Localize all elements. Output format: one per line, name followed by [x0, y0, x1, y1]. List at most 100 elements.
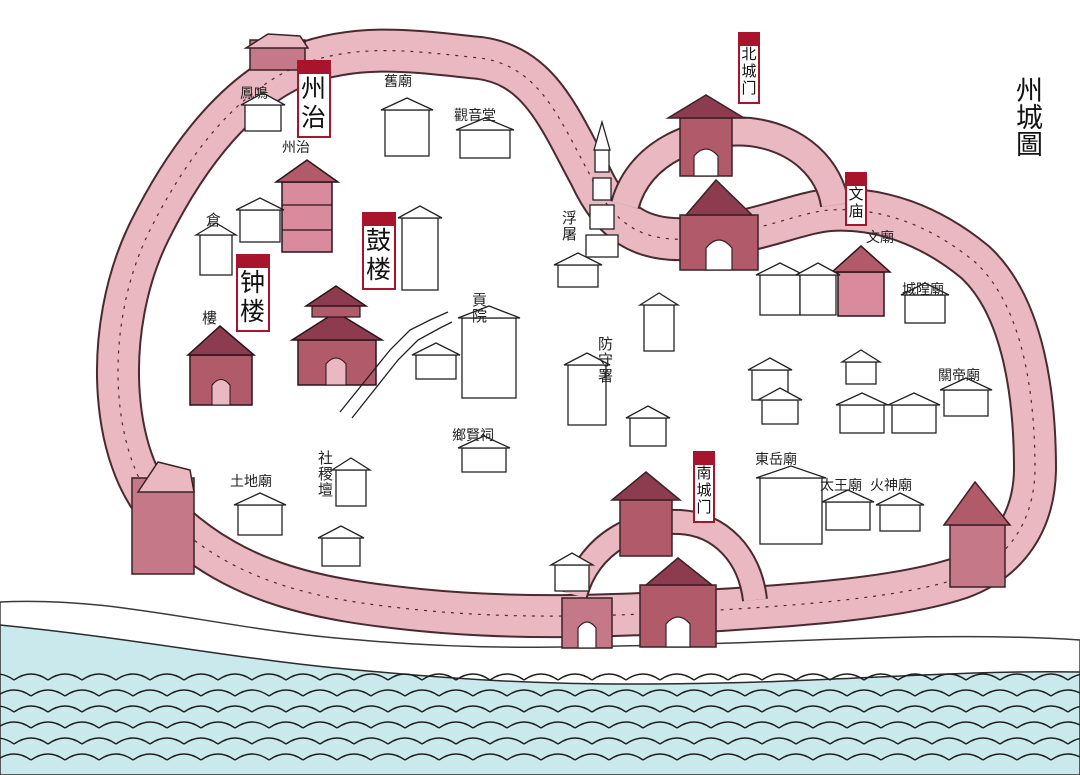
- pagoda-tier-1: [585, 234, 619, 258]
- wave-mark: [863, 737, 899, 745]
- ink-building: [875, 492, 925, 532]
- ink-building-body: [239, 209, 281, 243]
- ink-building: [457, 305, 521, 399]
- wave-mark: [982, 753, 1018, 761]
- south-gate-inner-roof: [609, 471, 683, 501]
- ink-building-roof: [411, 342, 461, 356]
- ink-building-roof: [747, 357, 793, 371]
- drum-tower-mid: [311, 304, 361, 318]
- wave-mark: [47, 705, 83, 713]
- ink-building-body: [845, 361, 877, 385]
- ink-building-roof: [553, 252, 603, 266]
- wave-mark: [387, 737, 423, 745]
- ink-building-roof: [887, 392, 941, 406]
- wave-mark: [268, 753, 304, 761]
- ink-label-taiwang: 太王廟: [820, 478, 862, 494]
- wave-mark: [1016, 721, 1052, 729]
- wave-mark: [13, 737, 49, 745]
- ink-building-body: [643, 304, 675, 352]
- tag-beichengmen: 北城门: [738, 32, 760, 104]
- ink-building: [939, 377, 993, 417]
- wave-mark: [30, 689, 66, 697]
- wave-mark: [1033, 737, 1069, 745]
- river: [0, 600, 1080, 775]
- north-gate-outer-roof: [665, 94, 747, 119]
- ink-label-fota: 浮屠: [560, 210, 578, 242]
- wave-mark: [166, 753, 202, 761]
- wave-mark: [183, 737, 219, 745]
- wave-mark: [421, 673, 457, 681]
- wave-mark: [778, 753, 814, 761]
- ink-building-roof: [875, 492, 925, 506]
- wave-mark: [999, 705, 1035, 713]
- wave-mark: [761, 737, 797, 745]
- wave-mark: [404, 753, 440, 761]
- ink-building-roof: [563, 352, 611, 366]
- sw-corner-tower-roof: [136, 461, 195, 493]
- ink-building-body: [199, 234, 233, 276]
- city-wall-inner-line: [117, 50, 1036, 617]
- se-corner-tower-roof: [942, 480, 1012, 526]
- wave-mark: [540, 753, 576, 761]
- wave-mark: [149, 673, 185, 681]
- wave-mark: [421, 737, 457, 745]
- wave-mark: [693, 705, 729, 713]
- wave-mark: [778, 721, 814, 729]
- wave-mark: [234, 689, 270, 697]
- wave-mark: [455, 673, 491, 681]
- wave-mark: [0, 721, 32, 729]
- tag-beichengmen-label: 北城门: [741, 45, 757, 97]
- north-barbican-wall-fill: [612, 118, 848, 210]
- wave-mark: [727, 705, 763, 713]
- wave-mark: [591, 737, 627, 745]
- wave-mark: [285, 673, 321, 681]
- wave-mark: [251, 737, 287, 745]
- wave-mark: [540, 721, 576, 729]
- wave-mark: [795, 737, 831, 745]
- wave-mark: [540, 689, 576, 697]
- wave-mark: [370, 753, 406, 761]
- north-gate: [665, 94, 759, 271]
- wave-mark: [0, 673, 15, 681]
- wave-mark: [693, 673, 729, 681]
- wave-mark: [574, 689, 610, 697]
- pagoda: [585, 119, 619, 258]
- wave-mark: [659, 737, 695, 745]
- wave-mark: [455, 705, 491, 713]
- ink-building: [380, 97, 434, 157]
- wave-mark: [727, 673, 763, 681]
- ink-building-roof: [637, 292, 681, 306]
- wave-mark: [812, 753, 848, 761]
- ink-building-roof: [455, 117, 515, 131]
- ink-building-roof: [240, 92, 286, 106]
- tag-zhonglou-label: 钟楼: [239, 268, 266, 326]
- ink-building-roof: [380, 97, 434, 111]
- pagoda-tier-2: [589, 204, 615, 230]
- ink-building-roof: [839, 349, 883, 363]
- ink-building: [240, 92, 286, 132]
- wave-mark: [0, 689, 32, 697]
- wave-mark: [30, 721, 66, 729]
- bell-tower-roof: [186, 325, 257, 356]
- ink-building-roof: [397, 205, 443, 219]
- tag-nanchengmen-label: 南城门: [696, 464, 712, 516]
- wave-mark: [523, 705, 559, 713]
- wenmiao-building-roof: [830, 244, 892, 273]
- wave-mark: [489, 705, 525, 713]
- wave-mark: [625, 705, 661, 713]
- tag-zhouzhi-label: 州治: [300, 74, 327, 132]
- wave-mark: [506, 753, 542, 761]
- ink-building-roof: [193, 222, 239, 236]
- wave-mark: [744, 721, 780, 729]
- pagoda-top: [593, 119, 611, 151]
- wave-mark: [625, 737, 661, 745]
- wave-mark: [897, 737, 933, 745]
- ink-building-body: [321, 537, 361, 567]
- wave-mark: [319, 673, 355, 681]
- wave-mark: [931, 673, 967, 681]
- wave-mark: [608, 689, 644, 697]
- wave-mark: [183, 673, 219, 681]
- wave-mark: [115, 673, 151, 681]
- wave-mark: [81, 737, 117, 745]
